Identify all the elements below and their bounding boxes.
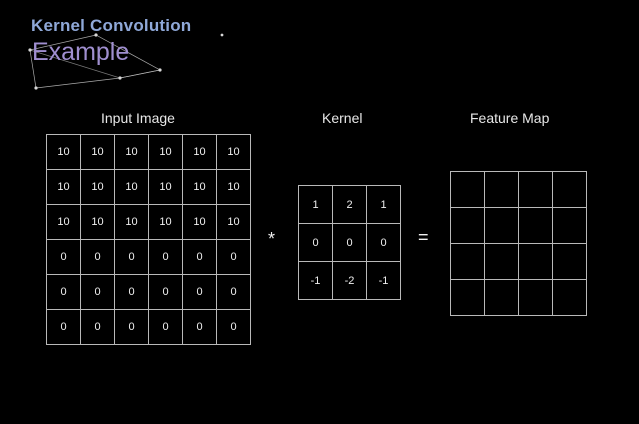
input-grid-cell: 0 — [216, 239, 251, 275]
convolution-operator: * — [268, 229, 276, 249]
input-image-label: Input Image — [101, 110, 175, 126]
input-grid-cell: 10 — [216, 134, 251, 170]
input-grid-cell: 0 — [148, 239, 183, 275]
kernel-grid-cell: -1 — [366, 261, 401, 300]
input-grid-cell: 10 — [114, 169, 149, 205]
feature-grid-cell — [552, 207, 587, 244]
input-grid-cell: 0 — [182, 239, 217, 275]
input-grid-cell: 10 — [46, 134, 81, 170]
input-grid-cell: 10 — [114, 134, 149, 170]
feature-grid-cell — [518, 243, 553, 280]
kernel-grid-cell: 1 — [298, 185, 333, 224]
feature-grid-cell — [518, 207, 553, 244]
feature-grid-cell — [552, 171, 587, 208]
page-subtitle: Example — [32, 38, 130, 66]
input-grid-cell: 10 — [182, 169, 217, 205]
input-grid-cell: 0 — [46, 239, 81, 275]
feature-grid-row — [450, 171, 587, 208]
feature-grid-row — [450, 279, 587, 316]
input-grid-cell: 10 — [80, 204, 115, 240]
input-grid-cell: 0 — [114, 239, 149, 275]
feature-grid-row — [450, 207, 587, 244]
input-grid-cell: 0 — [80, 239, 115, 275]
feature-map-grid — [450, 171, 587, 316]
feature-grid-cell — [518, 279, 553, 316]
feature-grid-cell — [450, 243, 485, 280]
feature-grid-cell — [552, 279, 587, 316]
input-grid-cell: 0 — [216, 274, 251, 310]
input-grid-cell: 10 — [46, 169, 81, 205]
input-grid-cell: 0 — [46, 274, 81, 310]
input-grid-cell: 0 — [216, 309, 251, 345]
input-grid-cell: 10 — [148, 204, 183, 240]
input-grid-cell: 10 — [148, 134, 183, 170]
input-grid-cell: 0 — [148, 309, 183, 345]
feature-grid-cell — [484, 207, 519, 244]
input-grid-cell: 10 — [46, 204, 81, 240]
input-grid-cell: 0 — [148, 274, 183, 310]
input-grid-cell: 0 — [114, 309, 149, 345]
kernel-grid-cell: 0 — [366, 223, 401, 262]
kernel-label: Kernel — [322, 110, 363, 126]
feature-grid-cell — [450, 279, 485, 316]
input-grid-cell: 10 — [182, 134, 217, 170]
input-grid-cell: 10 — [114, 204, 149, 240]
feature-grid-cell — [518, 171, 553, 208]
feature-grid-cell — [484, 279, 519, 316]
input-grid-cell: 0 — [80, 309, 115, 345]
feature-grid-cell — [484, 243, 519, 280]
input-grid-cell: 10 — [216, 169, 251, 205]
equals-operator: = — [418, 227, 429, 247]
kernel-grid-cell: -1 — [298, 261, 333, 300]
feature-map-label: Feature Map — [470, 110, 550, 126]
input-grid-cell: 10 — [80, 169, 115, 205]
input-grid-cell: 0 — [182, 274, 217, 310]
input-grid-cell: 0 — [46, 309, 81, 345]
feature-grid-row — [450, 243, 587, 280]
input-grid-cell: 0 — [114, 274, 149, 310]
kernel-grid-cell: -2 — [332, 261, 367, 300]
input-grid-cell: 10 — [148, 169, 183, 205]
input-grid-cell: 10 — [216, 204, 251, 240]
kernel-grid-row: -1-2-1 — [298, 261, 401, 300]
feature-grid-cell — [552, 243, 587, 280]
kernel-grid-cell: 1 — [366, 185, 401, 224]
input-grid-cell: 0 — [182, 309, 217, 345]
input-grid-cell: 0 — [80, 274, 115, 310]
input-grid-cell: 10 — [80, 134, 115, 170]
kernel-grid-cell: 0 — [332, 223, 367, 262]
kernel-grid-cell: 0 — [298, 223, 333, 262]
page-title: Kernel Convolution — [31, 16, 192, 35]
input-grid-cell: 10 — [182, 204, 217, 240]
feature-grid-cell — [450, 207, 485, 244]
kernel-grid-cell: 2 — [332, 185, 367, 224]
feature-grid-cell — [450, 171, 485, 208]
feature-grid-cell — [484, 171, 519, 208]
